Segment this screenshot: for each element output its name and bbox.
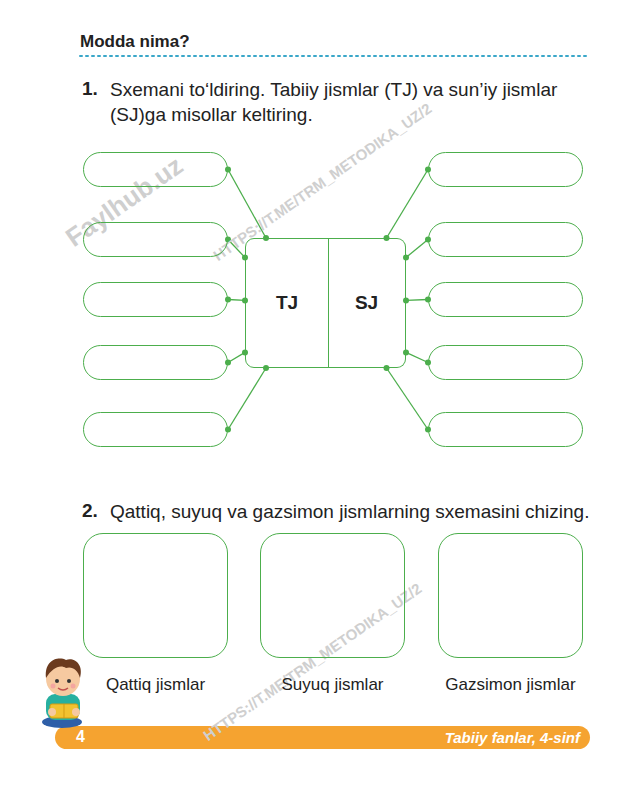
task-number: 1. (82, 78, 112, 100)
watermark: HTTPS://T.ME/TRM_METODIKA_UZ/2 (200, 580, 425, 744)
footer-text: Tabiiy fanlar, 4-sinf (360, 729, 580, 746)
drawing-box: Suyuq jismlar (260, 533, 405, 658)
connector-line (403, 349, 431, 365)
answer-box (428, 345, 583, 380)
answer-box (83, 222, 228, 257)
task-text: Sxemani to‘ldiring. Tabiiy jismlar (TJ) … (110, 78, 595, 127)
connector-path (387, 368, 429, 430)
connector-dot (225, 167, 231, 173)
connector-path (228, 368, 266, 430)
box-caption: Suyuq jismlar (241, 675, 424, 695)
footer-bar (55, 726, 590, 749)
box-caption: Qattiq jismlar (64, 675, 247, 695)
connector-dot (225, 360, 231, 366)
category-label: SJ (355, 292, 378, 314)
page-number: 4 (76, 728, 106, 746)
answer-box (83, 345, 228, 380)
connector-dot (225, 427, 231, 433)
answer-box (428, 282, 583, 317)
page-title: Modda nima? (80, 32, 190, 52)
connector-line (403, 297, 431, 304)
drawing-box: Qattiq jismlar (83, 533, 228, 658)
connector-dot (403, 349, 409, 355)
connector-path (406, 299, 428, 301)
connector-line (384, 167, 432, 242)
connector-line (384, 365, 432, 433)
answer-box (83, 152, 228, 187)
connector-path (406, 240, 428, 258)
connector-path (387, 170, 429, 239)
connector-line (403, 237, 431, 261)
task-number: 2. (82, 500, 112, 522)
answer-box (428, 222, 583, 257)
answer-box (428, 412, 583, 447)
task-text: Qattiq, suyuq va gazsimon jismlarning sx… (110, 500, 595, 525)
drawing-box: Gazsimon jismlar (438, 533, 583, 658)
box-caption: Gazsimon jismlar (419, 675, 602, 695)
child-illustration (42, 659, 82, 728)
connector-dot (384, 365, 390, 371)
connector-line (225, 365, 269, 433)
answer-box (83, 282, 228, 317)
answer-box (83, 412, 228, 447)
category-label: TJ (276, 292, 298, 314)
connector-path (406, 352, 428, 362)
connector-dot (403, 255, 409, 261)
connector-dot (263, 365, 269, 371)
connector-dot (225, 297, 231, 303)
dotted-rule (80, 55, 588, 57)
category-cell: TJ (245, 238, 329, 368)
connector-dot (403, 297, 409, 303)
answer-box (428, 152, 583, 187)
category-cell: SJ (328, 238, 406, 368)
watermark: Faylhub.uz (60, 150, 189, 253)
